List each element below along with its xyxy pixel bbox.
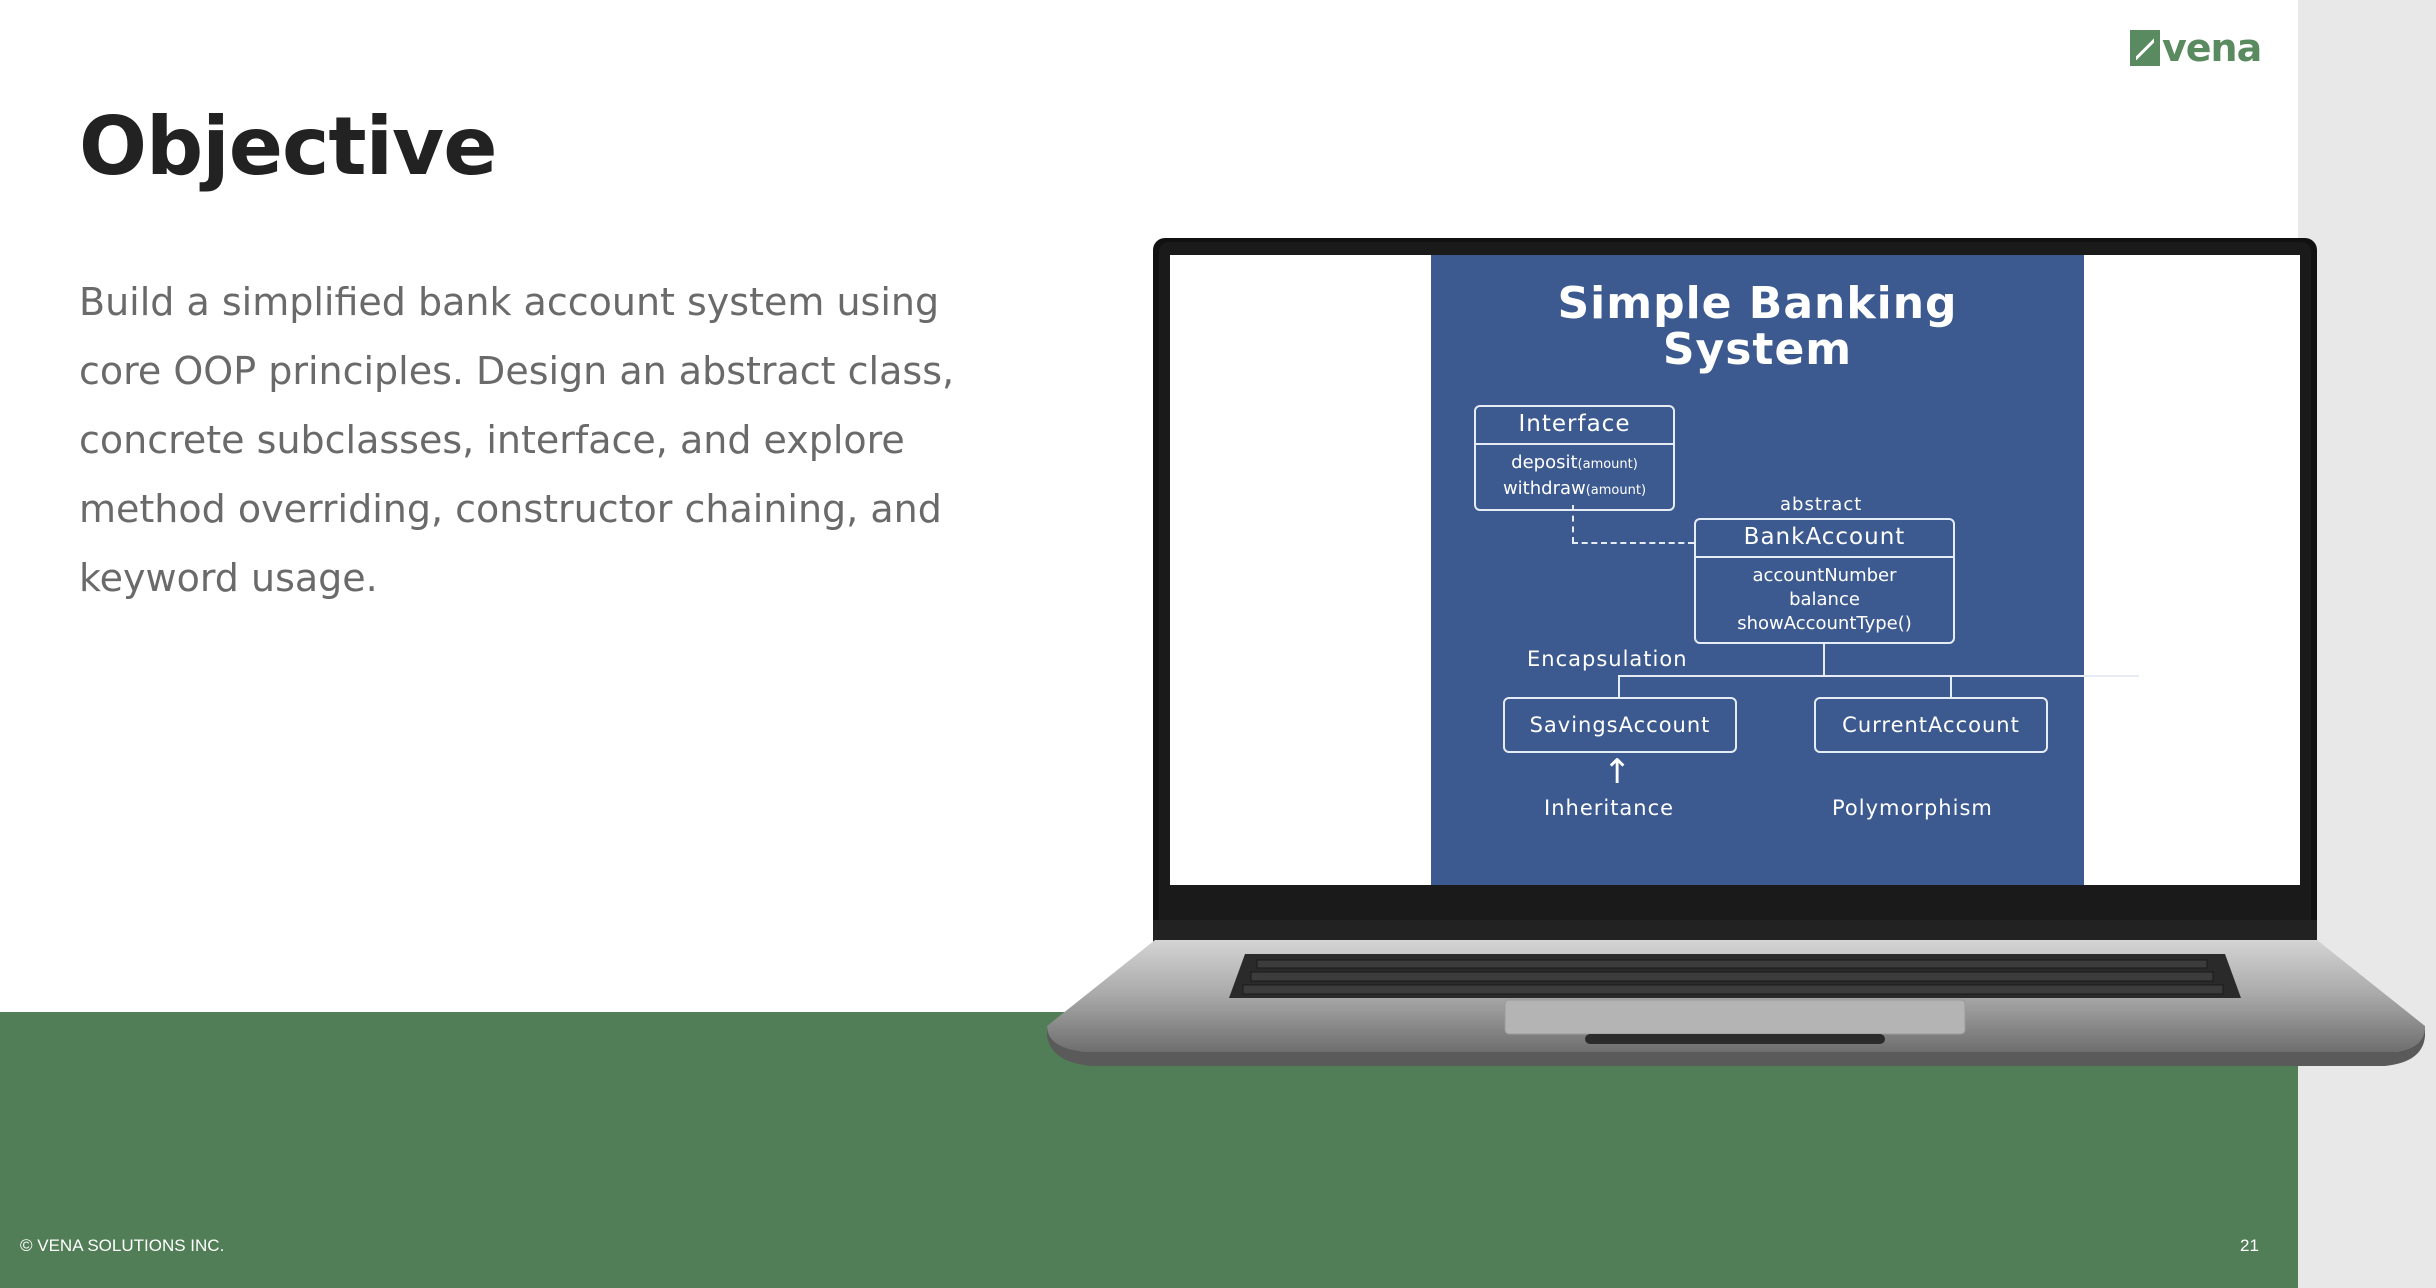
interface-method-withdraw-arg: (amount) — [1585, 483, 1647, 498]
savings-account-label: SavingsAccount — [1529, 713, 1711, 737]
inheritance-arrow-icon: ↑ — [1603, 752, 1632, 792]
logo-mark-icon — [2130, 30, 2160, 66]
abstract-label: abstract — [1780, 494, 1863, 515]
method-show-account-type: showAccountType() — [1737, 613, 1912, 634]
page-number: 21 — [2240, 1236, 2259, 1255]
bank-account-box: BankAccount accountNumber balance showAc… — [1694, 518, 1955, 644]
hierarchy-crossbar — [1618, 675, 2139, 677]
diagram-title: Simple Banking System — [1431, 281, 2084, 373]
side-panel — [2298, 0, 2436, 1288]
hierarchy-trunk — [1823, 642, 1825, 675]
interface-method-deposit: deposit — [1511, 452, 1578, 473]
hierarchy-left-drop — [1618, 675, 1620, 697]
interface-box-body: deposit(amount) withdraw(amount) — [1476, 445, 1673, 509]
interface-box-title: Interface — [1476, 407, 1673, 445]
slide-body-text: Build a simplified bank account system u… — [79, 280, 955, 600]
interface-connector-horizontal — [1572, 542, 1694, 544]
encapsulation-label: Encapsulation — [1527, 647, 1688, 671]
logo-text: vena — [2162, 26, 2262, 70]
class-diagram: Simple Banking System Interface deposit(… — [1431, 255, 2139, 885]
slide-title: Objective — [79, 100, 497, 193]
footer-copyright: © VENA SOLUTIONS INC. — [20, 1236, 225, 1255]
interface-method-deposit-arg: (amount) — [1577, 457, 1638, 472]
field-balance: balance — [1789, 589, 1860, 610]
interface-method-withdraw: withdraw — [1502, 478, 1586, 499]
diagram-title-line1: Simple Banking — [1557, 278, 1958, 329]
hierarchy-right-drop — [1950, 675, 1952, 697]
current-account-label: CurrentAccount — [1842, 713, 2020, 737]
savings-account-box: SavingsAccount — [1503, 697, 1737, 753]
bank-account-box-body: accountNumber balance showAccountType() — [1696, 558, 1953, 642]
diagram-title-line2: System — [1662, 324, 1853, 375]
field-account-number: accountNumber — [1752, 565, 1897, 586]
interface-box: Interface deposit(amount) withdraw(amoun… — [1474, 405, 1675, 511]
inheritance-label: Inheritance — [1544, 796, 1675, 820]
interface-connector-vertical — [1572, 505, 1574, 543]
polymorphism-label: Polymorphism — [1832, 796, 1993, 820]
current-account-box: CurrentAccount — [1814, 697, 2048, 753]
bank-account-box-title: BankAccount — [1696, 520, 1953, 558]
vena-logo: vena — [2130, 26, 2262, 70]
